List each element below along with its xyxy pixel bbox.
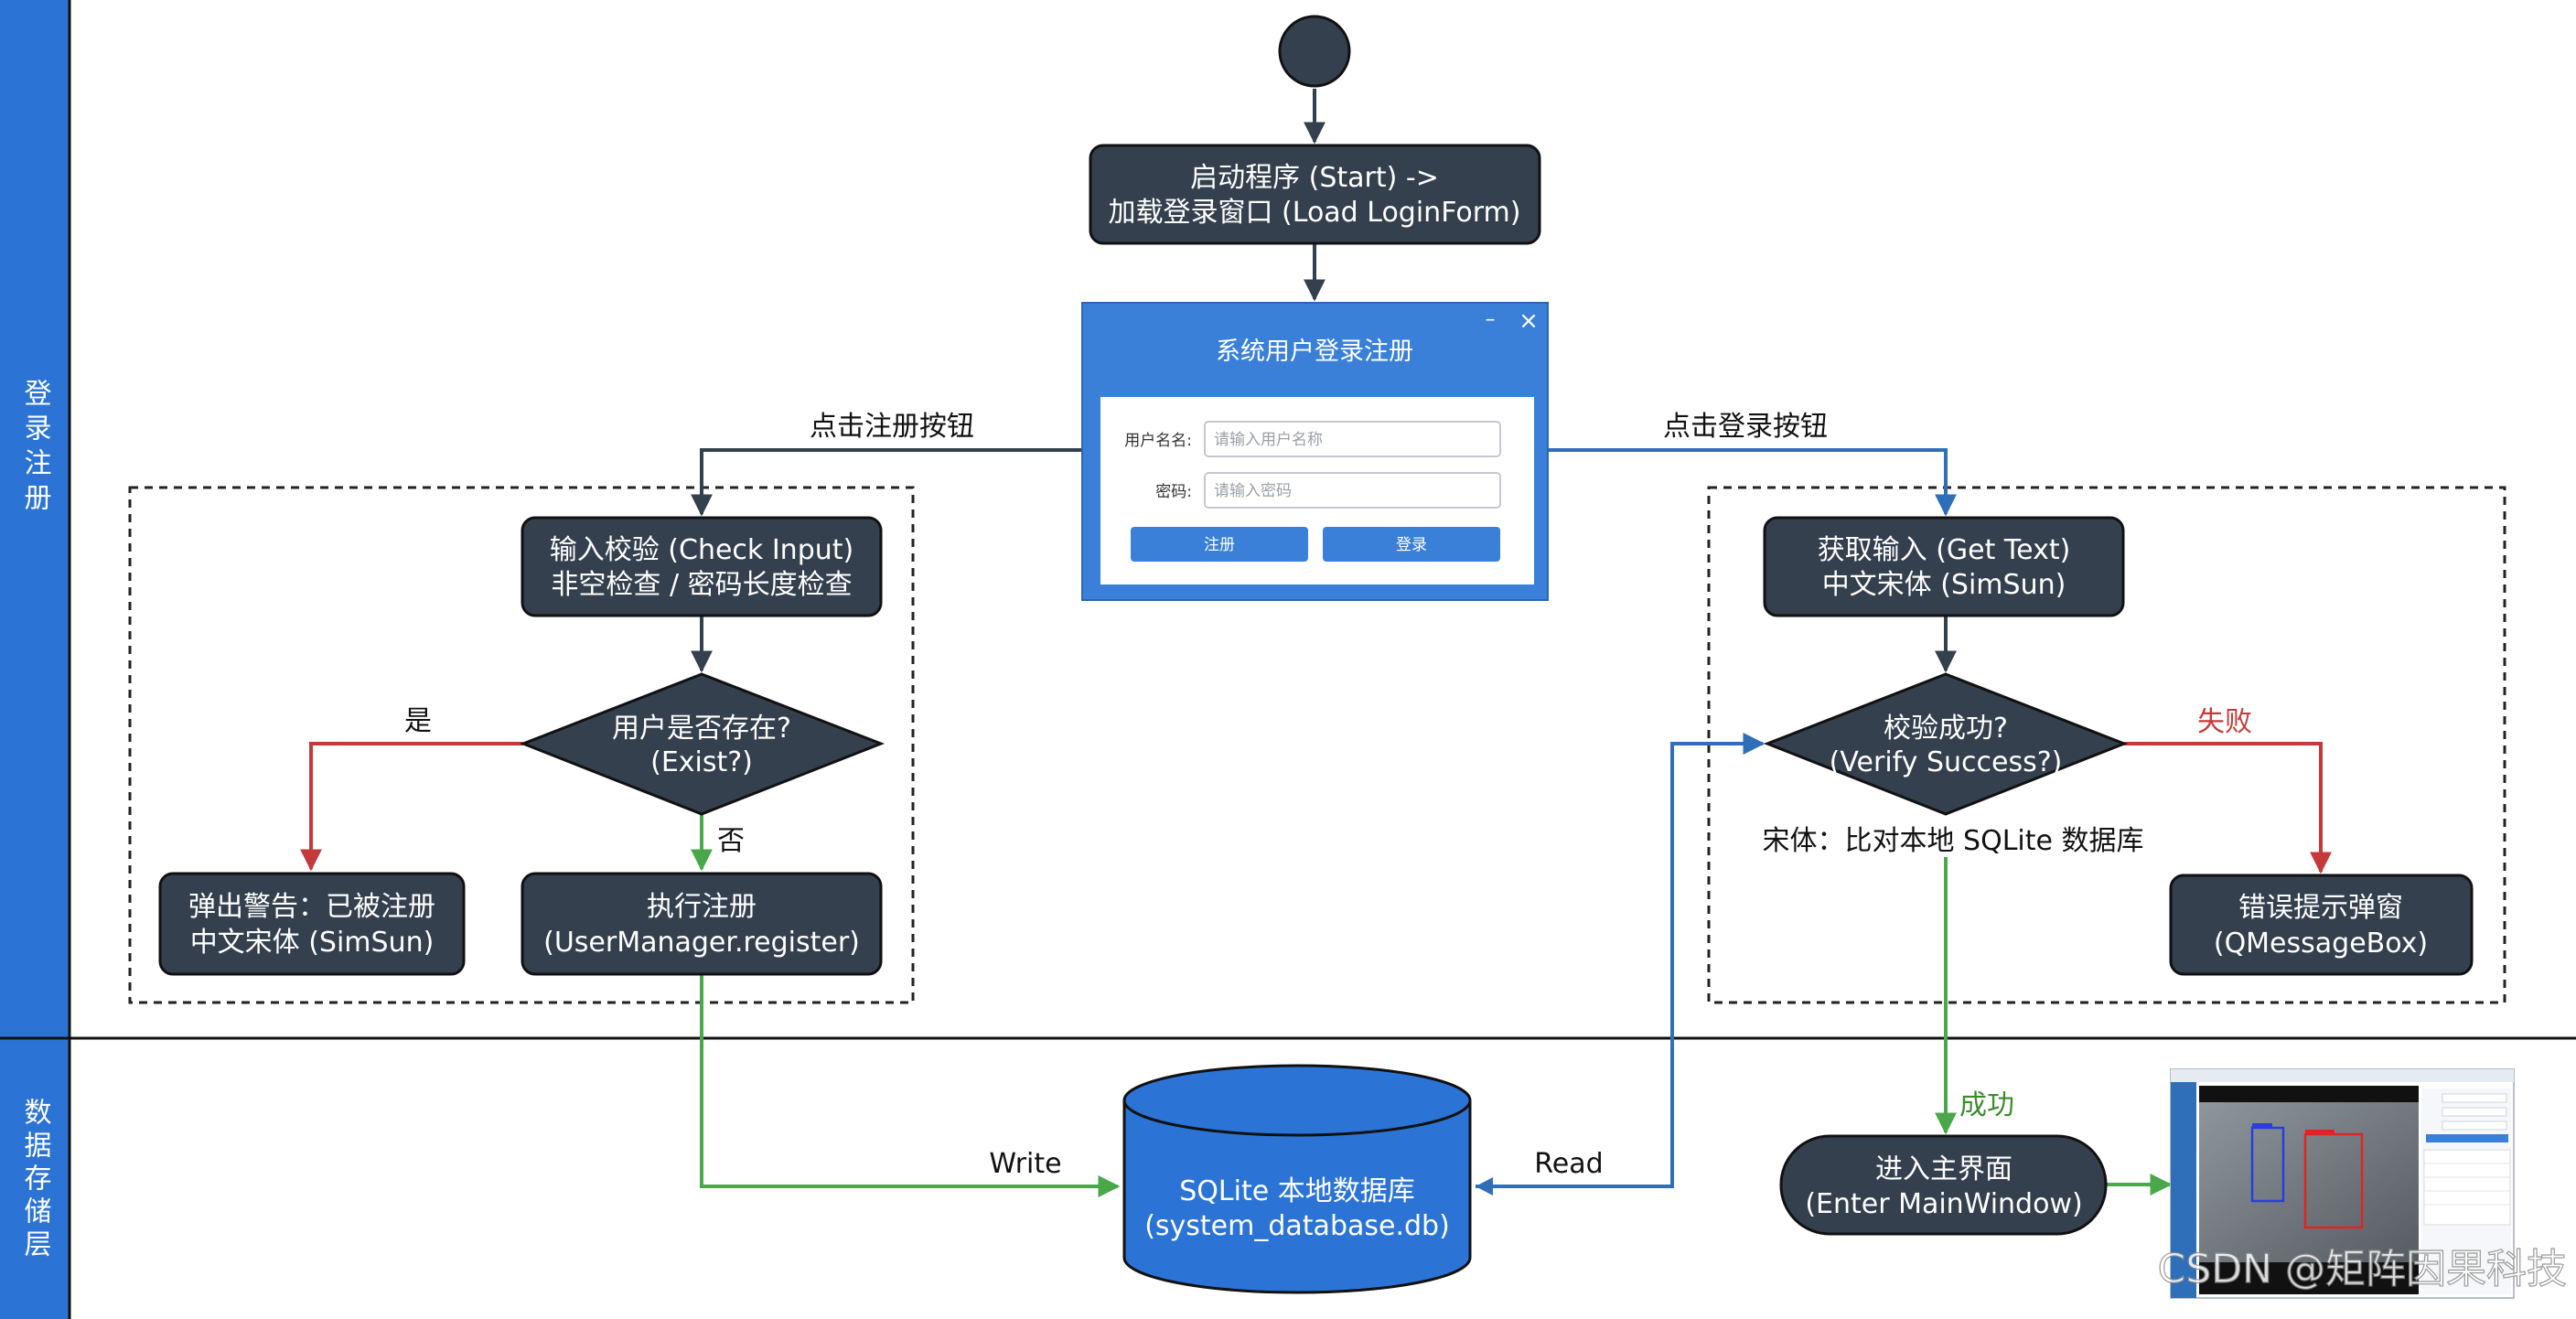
thumbnail-camera-view: [2199, 1102, 2419, 1262]
node-main-window-line1: 进入主界面: [1875, 1153, 2012, 1185]
node-user-exists: 用户是否存在? (Exist?): [519, 672, 886, 816]
node-verify-line1: 校验成功?: [1884, 713, 2008, 745]
label-compare-db: 宋体：比对本地 SQLite 数据库: [1763, 825, 2144, 857]
login-window-title: 系统用户登录注册: [1216, 338, 1413, 366]
node-check-input: 输入校验 (Check Input) 非空检查 / 密码长度检查: [521, 516, 883, 617]
minimize-icon[interactable]: –: [1486, 308, 1496, 331]
read-arrowhead: [1476, 1177, 1493, 1196]
close-icon[interactable]: ×: [1519, 307, 1539, 335]
password-input[interactable]: [1204, 472, 1501, 509]
node-warn-registered-line2: 中文宋体 (SimSun): [190, 927, 435, 959]
node-verify-line2: (Verify Success?): [1830, 746, 2063, 778]
edge-exists-yes: [300, 742, 523, 872]
label-read: Read: [1534, 1148, 1603, 1180]
edge-read: [1476, 733, 1766, 1188]
password-label: 密码:: [1155, 483, 1192, 501]
node-check-input-line2: 非空检查 / 密码长度检查: [551, 569, 852, 601]
register-button-label: 注册: [1204, 536, 1235, 554]
register-button[interactable]: [1131, 527, 1308, 562]
node-verify: 校验成功? (Verify Success?): [1763, 672, 2129, 816]
node-database-line2: (system_database.db): [1144, 1210, 1450, 1242]
username-placeholder: 请输入用户名称: [1214, 431, 1323, 449]
node-load-login: 启动程序 (Start) -> 加载登录窗口 (Load LoginForm): [1089, 144, 1541, 245]
node-do-register-line1: 执行注册: [647, 891, 757, 923]
username-label: 用户名名:: [1124, 432, 1192, 450]
login-window: 系统用户登录注册 – × 用户名名: 请输入用户名称 密码: 请输入密码 注册 …: [1081, 302, 1549, 601]
node-error-popup-line1: 错误提示弹窗: [2238, 892, 2403, 924]
node-do-register: 执行注册 (UserManager.register): [521, 872, 883, 976]
watermark: CSDN @矩阵因果科技: [2158, 1246, 2567, 1292]
node-warn-registered-line1: 弹出警告：已被注册: [188, 891, 435, 923]
username-input[interactable]: [1204, 421, 1501, 457]
node-load-login-line1: 启动程序 (Start) ->: [1190, 162, 1439, 194]
start-node: [1278, 15, 1351, 88]
edge-login-click: [1548, 448, 1957, 517]
label-yes: 是: [404, 705, 432, 737]
label-write: Write: [989, 1148, 1061, 1180]
label-click-login: 点击登录按钮: [1663, 411, 1828, 443]
login-button[interactable]: [1323, 527, 1500, 562]
register-group: [128, 486, 915, 1004]
node-check-input-line1: 输入校验 (Check Input): [550, 534, 853, 566]
node-database-line1: SQLite 本地数据库: [1179, 1175, 1414, 1207]
label-fail: 失败: [2197, 706, 2252, 738]
node-get-text-line2: 中文宋体 (SimSun): [1822, 569, 2066, 601]
lane-label-storage: 数据存储层: [19, 1098, 52, 1262]
node-do-register-line2: (UserManager.register): [543, 927, 860, 959]
lane-label-login: 登录注册: [19, 379, 52, 518]
node-warn-registered: 弹出警告：已被注册 中文宋体 (SimSun): [158, 872, 466, 976]
edge-verify-fail: [2124, 742, 2332, 874]
node-get-text-line1: 获取输入 (Get Text): [1818, 534, 2071, 566]
label-no: 否: [717, 825, 745, 857]
edge-register-click: [691, 448, 1082, 517]
main-window-screenshot: [2170, 1068, 2515, 1299]
node-main-window: 进入主界面 (Enter MainWindow): [1779, 1134, 2108, 1236]
edge-write: [700, 975, 1121, 1197]
password-placeholder: 请输入密码: [1214, 482, 1292, 500]
thumbnail-sidebar: [2171, 1082, 2196, 1298]
label-click-register: 点击注册按钮: [810, 411, 974, 443]
node-main-window-line2: (Enter MainWindow): [1805, 1188, 2082, 1220]
node-load-login-line2: 加载登录窗口 (Load LoginForm): [1109, 197, 1521, 229]
node-database: SQLite 本地数据库 (system_database.db): [1122, 1064, 1472, 1294]
node-get-text: 获取输入 (Get Text) 中文宋体 (SimSun): [1763, 516, 2125, 617]
edges: [300, 89, 2332, 1197]
node-user-exists-line1: 用户是否存在?: [612, 713, 791, 745]
login-button-label: 登录: [1396, 536, 1427, 554]
node-error-popup: 错误提示弹窗 (QMessageBox): [2169, 874, 2474, 976]
node-user-exists-line2: (Exist?): [650, 746, 753, 778]
node-error-popup-line2: (QMessageBox): [2214, 928, 2428, 960]
lane-header-bar: [0, 0, 70, 1319]
label-success: 成功: [1959, 1089, 2014, 1121]
